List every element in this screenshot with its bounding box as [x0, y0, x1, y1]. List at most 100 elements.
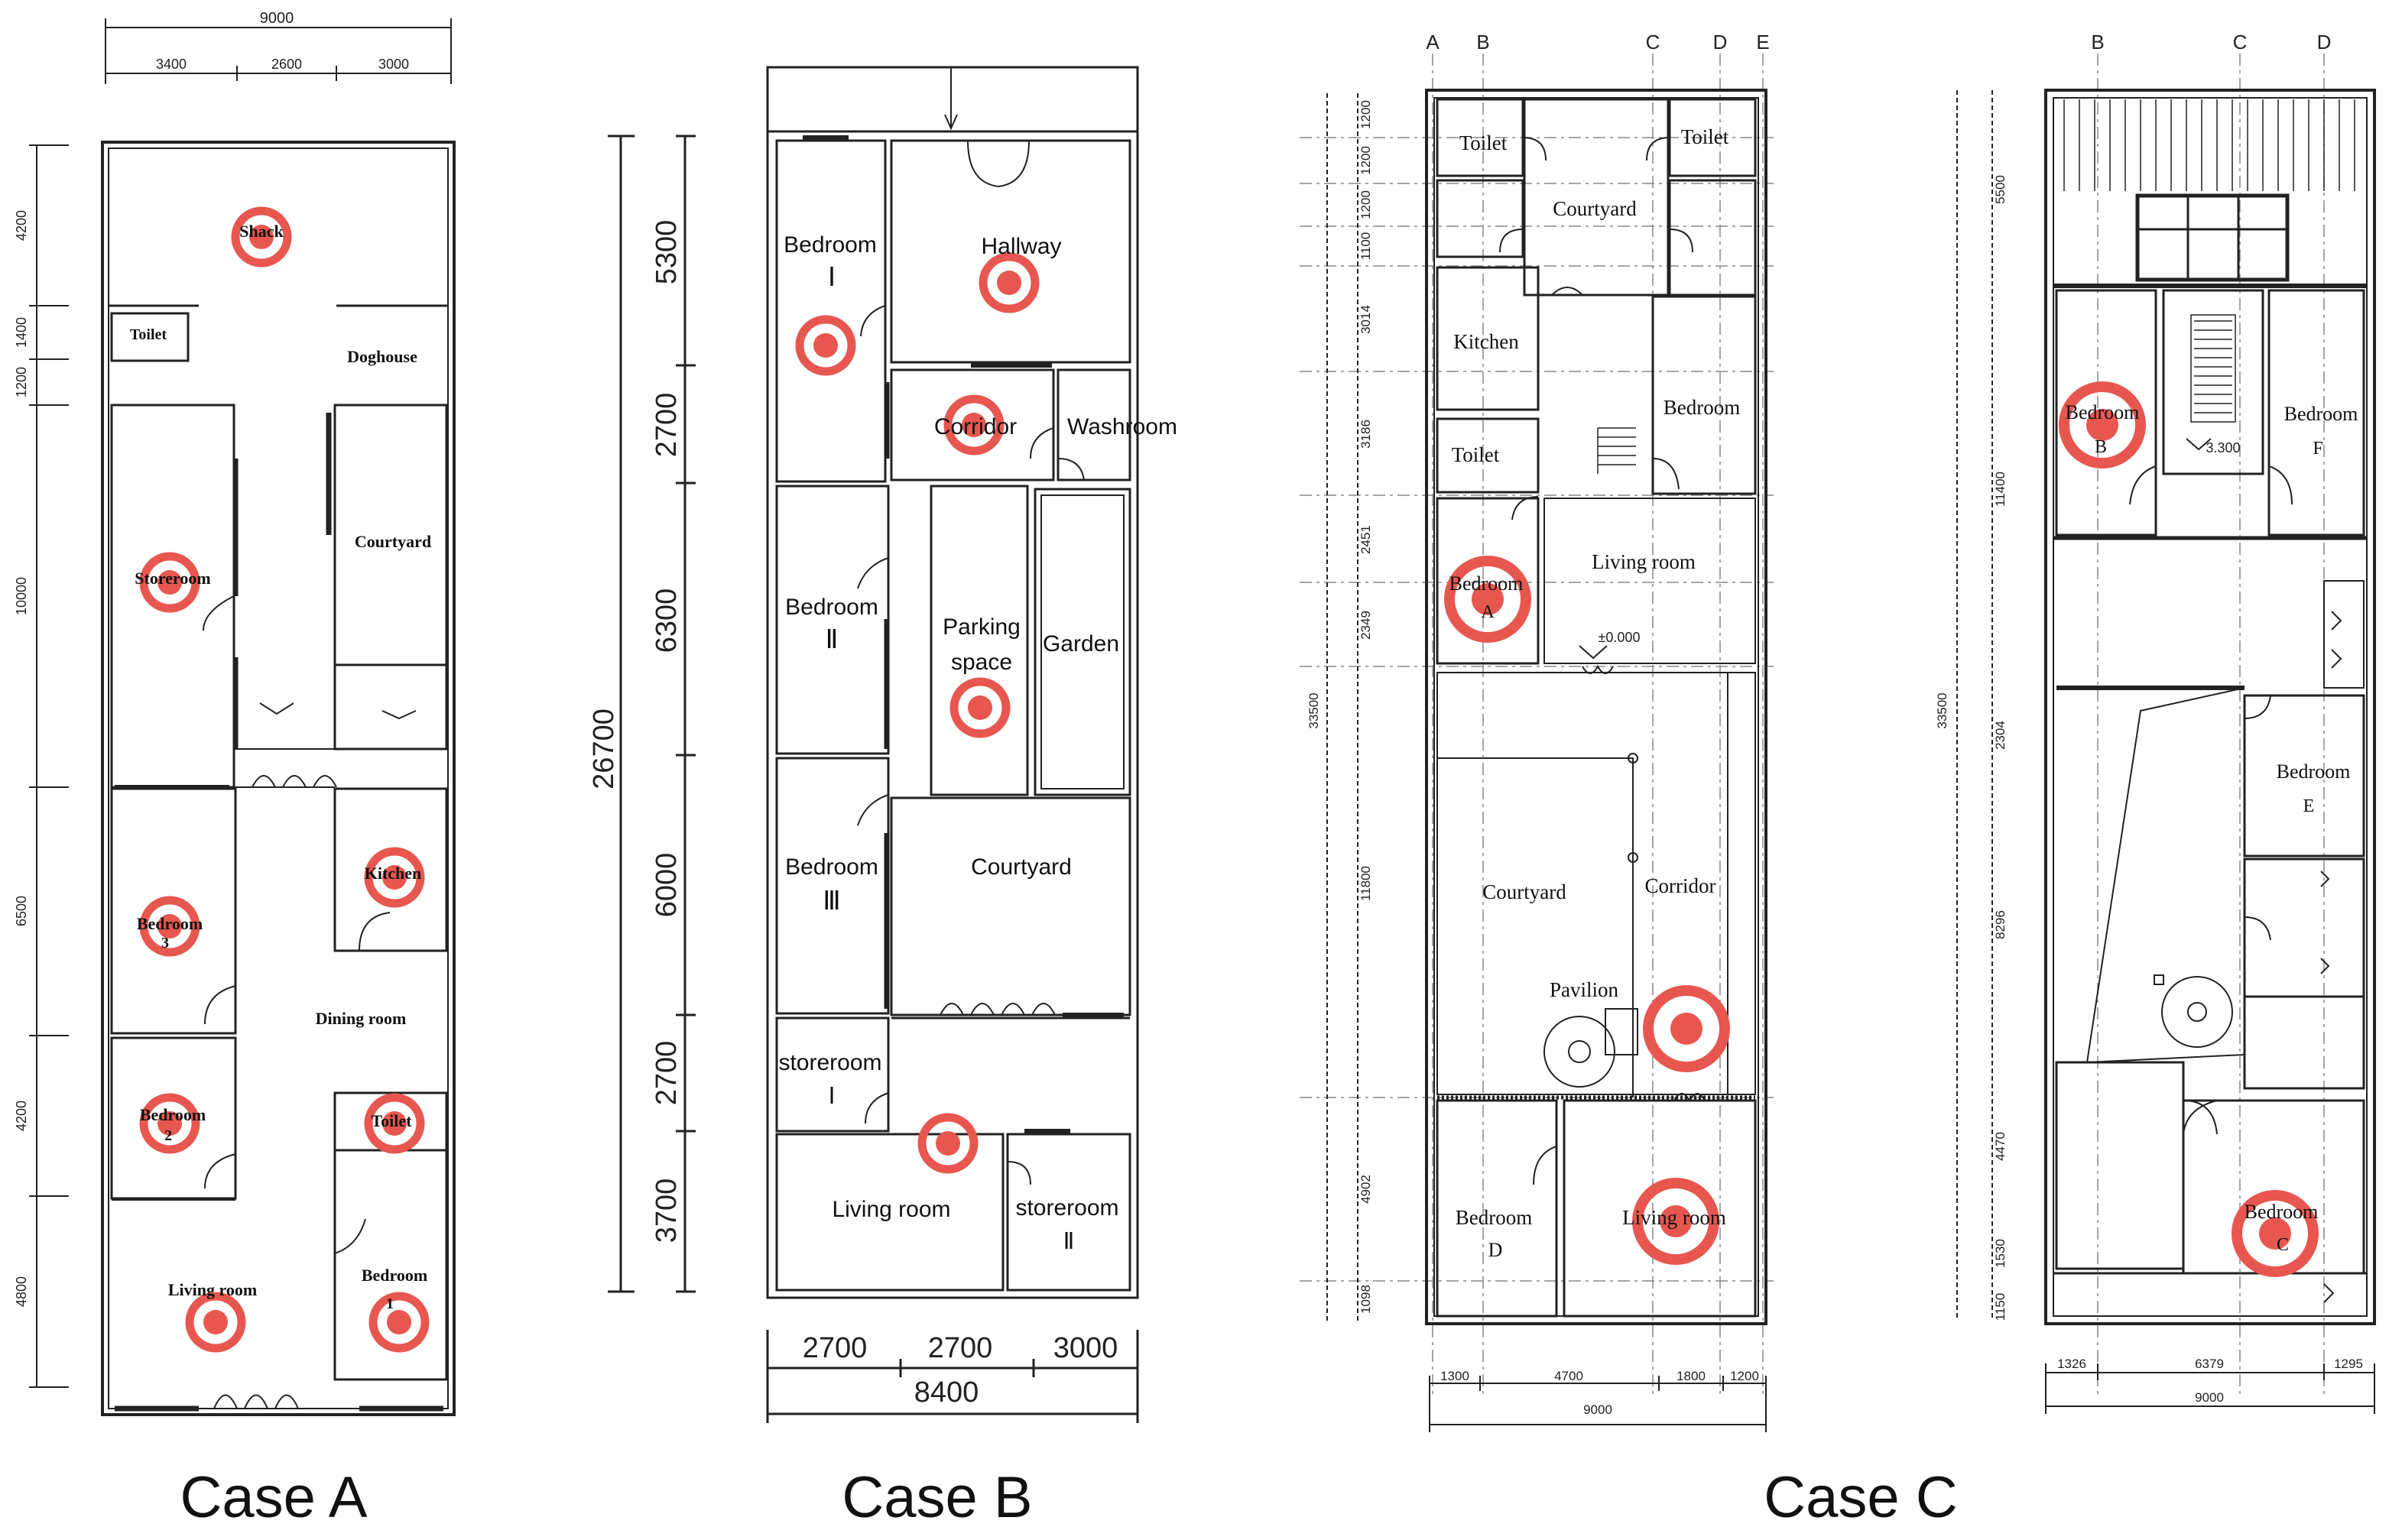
case-a-kitchen-label: Kitchen [365, 864, 422, 883]
case-b-living-label: Living room [832, 1197, 950, 1222]
case-c1-toilet3-label: Toilet [1452, 443, 1500, 466]
case-a-toilet2-label: Toilet [372, 1111, 413, 1130]
case-b-bedroom2-label: Bedroom [785, 595, 878, 620]
case-a-toilet-label: Toilet [130, 326, 167, 343]
case-c2-bottom-dim: 6379 [2195, 1357, 2224, 1371]
case-c2-left-dim: 11400 [1993, 472, 2008, 507]
case-a-plan [29, 18, 456, 1416]
case-b-storeroom2-label: storeroom [1015, 1195, 1118, 1221]
case-c1-axis-label: C [1646, 31, 1660, 53]
case-a-courtyard-label: Courtyard [355, 532, 431, 551]
case-c1-left-dim: 2451 [1358, 525, 1373, 554]
case-c1-courtyard2-label: Courtyard [1482, 880, 1566, 903]
case-c2-bedroomE-number: E [2303, 796, 2315, 816]
case-a-dim-3: 3000 [378, 57, 409, 72]
case-a-caption: Case A [180, 1465, 367, 1530]
case-a-left-dim: 4200 [14, 210, 29, 241]
case-c1-living2-label: Living room [1622, 1206, 1726, 1229]
case-c1-left-dim: 1100 [1358, 232, 1373, 261]
case-c1-level-mark: ±0.000 [1599, 630, 1641, 645]
case-c1-toilet2-label: Toilet [1681, 125, 1729, 148]
case-c1-left-dim: 1098 [1358, 1285, 1373, 1314]
case-b-left-dim: 6300 [651, 588, 683, 653]
case-c2-bedroomF-number: F [2313, 439, 2322, 459]
case-c1-bottom-dim: 4700 [1554, 1369, 1583, 1383]
case-c2-bedroomB-number: B [2095, 437, 2107, 457]
case-a-dim-1: 3400 [156, 57, 187, 72]
case-c2-axis-label: C [2233, 31, 2248, 53]
case-a-marker [373, 1296, 425, 1348]
case-c2-left-dim: 4470 [1993, 1132, 2008, 1161]
case-a-bedroom2-number: 2 [164, 1127, 172, 1144]
case-c1-living1-label: Living room [1592, 550, 1696, 573]
case-a-left-dim: 6500 [14, 896, 29, 926]
case-b-bedroom2-number: Ⅱ [826, 625, 839, 654]
case-c1-marker [1648, 990, 1725, 1067]
case-c1-axis-label: B [1476, 31, 1489, 53]
case-b-marker [954, 682, 1006, 734]
case-b-parking-label: Parking [943, 614, 1021, 640]
case-a-bedroom3-label: Bedroom [137, 914, 203, 933]
case-c1-left-dim: 3186 [1358, 420, 1373, 449]
case-c2-axis-label: D [2317, 31, 2332, 53]
case-c1-axis-label: D [1713, 31, 1728, 53]
case-c1-left-dim: 3014 [1358, 305, 1373, 334]
case-c1-bottom-dim: 1200 [1730, 1369, 1759, 1383]
case-c2-left-dim: 1530 [1993, 1239, 2008, 1268]
case-b-bedroom1-label: Bedroom [784, 232, 877, 258]
case-b-corridor-label: Corridor [934, 414, 1017, 439]
case-a-storeroom-label: Storeroom [135, 569, 210, 588]
case-c1-left-dim: 1200 [1358, 100, 1373, 129]
case-b-storeroom1-label: storeroom [778, 1050, 881, 1075]
case-c2-bedroomB-label: Bedroom [2066, 401, 2140, 423]
case-c1-kitchen-label: Kitchen [1453, 330, 1519, 353]
case-c2-left-dim: 8296 [1993, 910, 2008, 939]
case-c1-left-dim: 2349 [1358, 611, 1373, 640]
case-c2-left-dim: 1150 [1993, 1293, 2008, 1321]
case-a-living-label: Living room [168, 1280, 257, 1299]
case-b-marker [983, 257, 1035, 309]
case-a-bedroom1-label: Bedroom [362, 1266, 427, 1285]
case-b-bedroom3-number: Ⅲ [823, 887, 840, 916]
case-b-left-dim: 2700 [651, 393, 683, 458]
case-c2-dim-total: 33500 [1935, 692, 1949, 728]
case-a-left-dim: 1400 [14, 317, 29, 348]
case-b-dim-total: 26700 [588, 708, 620, 789]
case-b-storeroom2-number: Ⅱ [1063, 1229, 1075, 1254]
case-a-dim-total: 9000 [260, 10, 294, 27]
case-b-marker [800, 319, 852, 371]
case-c1-axis-label: E [1756, 31, 1769, 53]
case-a-bedroom2-label: Bedroom [140, 1105, 206, 1124]
case-a-dining-label: Dining room [316, 1009, 407, 1028]
case-b-bedroom1-number: Ⅰ [828, 263, 836, 292]
case-c2-left-dim: 5500 [1993, 175, 2008, 204]
case-a-bedroom1-number: 1 [386, 1295, 394, 1312]
case-c2-bottom-total: 9000 [2195, 1390, 2224, 1405]
case-b-bottom-dim: 3000 [1053, 1332, 1118, 1364]
case-c2-level-mark: 3.300 [2206, 440, 2240, 456]
case-b-bottom-dim: 2700 [803, 1332, 868, 1364]
case-b-left-dim: 5300 [651, 220, 683, 285]
case-c1-bedroomD-label: Bedroom [1456, 1206, 1533, 1229]
case-b-bottom-total: 8400 [914, 1376, 979, 1409]
case-c-caption: Case C [1764, 1465, 1957, 1530]
case-c1-corridor-label: Corridor [1645, 874, 1716, 897]
case-c1-bedroomA-number: A [1481, 602, 1495, 622]
case-a-left-dim: 4800 [14, 1276, 29, 1307]
case-b-left-dim: 3700 [651, 1179, 683, 1243]
case-c1-bedroomA-label: Bedroom [1449, 572, 1524, 595]
case-a-left-dim: 1200 [14, 367, 29, 397]
case-b-bottom-dim: 2700 [928, 1332, 993, 1364]
case-a-dim-2: 2600 [271, 57, 302, 72]
case-b-hallway-label: Hallway [981, 234, 1061, 259]
case-b-left-dim: 2700 [651, 1041, 683, 1106]
case-c2-left-dim: 2304 [1993, 721, 2008, 750]
case-c2-bedroomE-label: Bedroom [2277, 760, 2351, 783]
case-a-shack-label: Shack [239, 222, 284, 241]
case-c1-pavilion-label: Pavilion [1550, 978, 1619, 1001]
case-c2-bedroomC-number: C [2277, 1235, 2289, 1255]
case-b-washroom-label: Washroom [1067, 414, 1177, 439]
case-c1-axis-label: A [1426, 31, 1440, 53]
case-b-storeroom1-number: Ⅰ [829, 1084, 836, 1109]
